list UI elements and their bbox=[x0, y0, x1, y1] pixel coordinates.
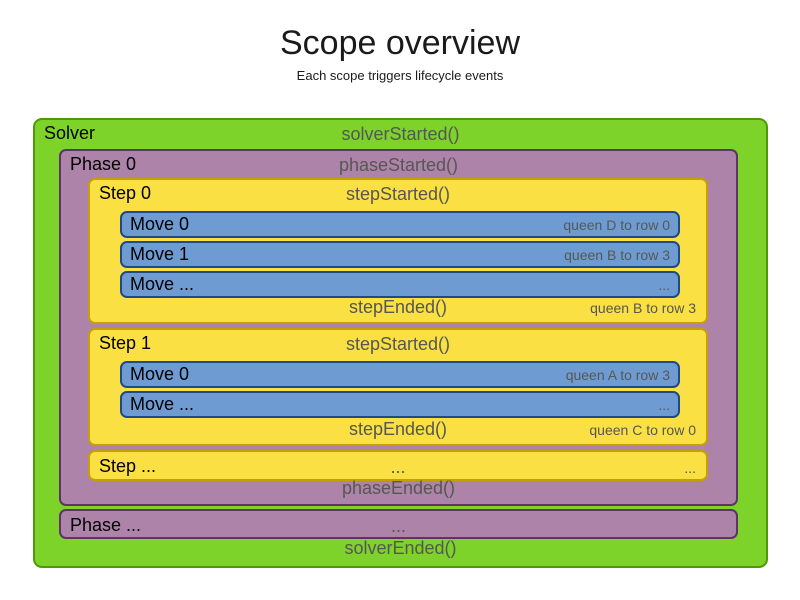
move-box: Move 0 queen A to row 3 bbox=[120, 361, 680, 388]
move-label: Move 1 bbox=[130, 244, 190, 264]
phase-ellipsis-center: ... bbox=[390, 516, 406, 536]
solver-started-event: solverStarted() bbox=[341, 124, 460, 144]
phase-0-started-event: phaseStarted() bbox=[338, 155, 459, 175]
step-1-scope-box: Step 1 stepStarted() Move 0 queen A to r… bbox=[88, 328, 708, 446]
step-1-moves: Move 0 queen A to row 3 Move ... ... bbox=[120, 361, 680, 418]
phase-0-scope-box: Phase 0 phaseStarted() Step 0 stepStarte… bbox=[59, 149, 738, 506]
phase-ellipsis-label: Phase ... bbox=[70, 515, 142, 535]
step-ellipsis-center: ... bbox=[390, 457, 406, 477]
step-1-ended-event: stepEnded() bbox=[348, 419, 448, 439]
step-0-label: Step 0 bbox=[99, 183, 152, 203]
move-note: ... bbox=[658, 277, 670, 293]
step-ellipsis-label: Step ... bbox=[99, 456, 157, 476]
step-1-ended-note: queen C to row 0 bbox=[589, 422, 696, 438]
move-label: Move ... bbox=[130, 274, 195, 294]
step-1-started-event: stepStarted() bbox=[345, 334, 451, 354]
phase-0-footer: phaseEnded() bbox=[61, 478, 736, 502]
page-title: Scope overview bbox=[279, 24, 520, 62]
solver-scope-box: Solver solverStarted() Phase 0 phaseStar… bbox=[33, 118, 768, 568]
move-box: Move 1 queen B to row 3 bbox=[120, 241, 680, 268]
solver-label: Solver bbox=[44, 123, 96, 143]
solver-ended-event: solverEnded() bbox=[344, 538, 457, 558]
move-box: Move ... ... bbox=[120, 391, 680, 418]
phase-0-label: Phase 0 bbox=[70, 154, 137, 174]
move-note: queen D to row 0 bbox=[563, 217, 670, 233]
move-note: queen B to row 3 bbox=[564, 247, 670, 263]
step-0-header: Step 0 stepStarted() bbox=[90, 180, 706, 210]
move-note: queen A to row 3 bbox=[565, 367, 670, 383]
step-1-header: Step 1 stepStarted() bbox=[90, 330, 706, 360]
step-0-ended-event: stepEnded() bbox=[348, 297, 448, 317]
step-ellipsis-note: ... bbox=[684, 460, 696, 476]
phase-ellipsis-row: Phase ... ... bbox=[61, 511, 736, 537]
move-box: Move 0 queen D to row 0 bbox=[120, 211, 680, 238]
step-0-started-event: stepStarted() bbox=[345, 184, 451, 204]
phase-0-header: Phase 0 phaseStarted() bbox=[61, 151, 736, 181]
move-box: Move ... ... bbox=[120, 271, 680, 298]
move-label: Move 0 bbox=[130, 364, 190, 384]
solver-header: Solver solverStarted() bbox=[35, 120, 766, 150]
phase-ellipsis-scope-box: Phase ... ... bbox=[59, 509, 738, 539]
move-label: Move ... bbox=[130, 394, 195, 414]
phase-0-ended-event: phaseEnded() bbox=[341, 478, 456, 498]
page-subtitle: Each scope triggers lifecycle events bbox=[296, 68, 504, 83]
solver-footer: solverEnded() bbox=[35, 538, 766, 562]
step-0-footer: stepEnded() queen B to row 3 bbox=[90, 297, 706, 320]
step-0-ended-note: queen B to row 3 bbox=[590, 300, 696, 316]
step-0-moves: Move 0 queen D to row 0 Move 1 queen B t… bbox=[120, 211, 680, 298]
step-ellipsis-row: Step ... ... ... bbox=[90, 452, 706, 479]
move-note: ... bbox=[658, 397, 670, 413]
step-0-scope-box: Step 0 stepStarted() Move 0 queen D to r… bbox=[88, 178, 708, 324]
step-1-label: Step 1 bbox=[99, 333, 152, 353]
move-label: Move 0 bbox=[130, 214, 190, 234]
step-ellipsis-scope-box: Step ... ... ... bbox=[88, 450, 708, 481]
step-1-footer: stepEnded() queen C to row 0 bbox=[90, 419, 706, 442]
